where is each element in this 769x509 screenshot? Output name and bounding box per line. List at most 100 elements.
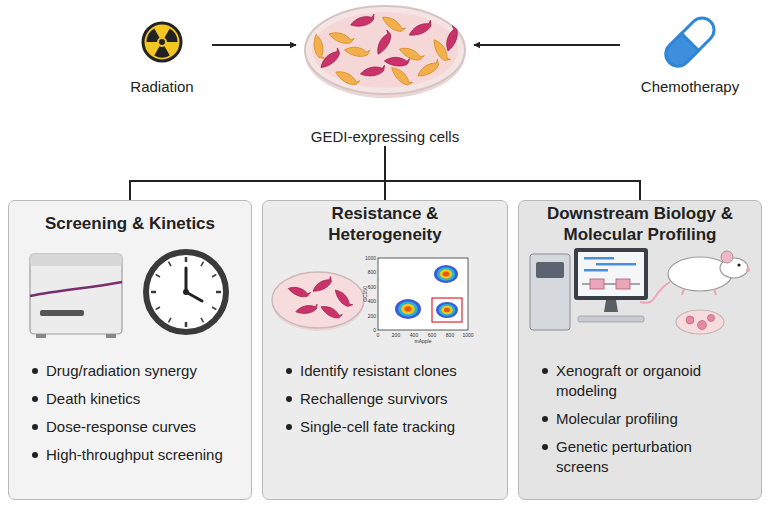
icon-node: GEDI-expressing cells	[300, 8, 470, 146]
axis-tick: 0	[373, 327, 376, 333]
bullet-item: Molecular profiling	[519, 409, 761, 429]
bullet-dot	[32, 368, 38, 374]
petri-dish	[305, 6, 465, 98]
reader-slot	[40, 310, 84, 316]
density-ring	[434, 265, 458, 283]
axis-tick: 400	[368, 298, 376, 304]
cell	[444, 26, 461, 53]
bullet-item: High-throughput screening	[9, 445, 251, 465]
bullet-dot	[32, 396, 38, 402]
bullet-item: Drug/radiation synergy	[9, 361, 251, 381]
panel-heading: Screening & Kinetics	[15, 213, 245, 234]
bullet-item: Genetic perturbation screens	[519, 437, 761, 477]
reader-body	[30, 254, 122, 334]
bullet-text: Dose-response curves	[46, 417, 226, 437]
reader-foot	[106, 334, 116, 338]
bullet-dot	[32, 452, 38, 458]
bullet-text: Identify resistant clones	[300, 361, 500, 381]
mouse-feet	[682, 289, 716, 295]
mouse-icon	[640, 251, 750, 303]
sequence-line	[584, 257, 614, 260]
bullet-dot	[542, 368, 548, 374]
axis-title: mApple	[415, 338, 432, 344]
plate-reader	[30, 254, 122, 338]
sequence-line	[596, 263, 636, 266]
organoid	[698, 321, 707, 330]
clock-tick	[151, 291, 156, 294]
clock-tick	[216, 291, 221, 294]
clock-hand	[185, 268, 188, 292]
mouse-nose	[746, 268, 750, 272]
panel-grounds	[9, 201, 762, 500]
clock-icon	[146, 252, 226, 332]
axis-tick: 800	[368, 269, 376, 275]
clock-tick	[212, 307, 216, 310]
gate-box	[432, 298, 462, 322]
pill-half	[661, 34, 698, 71]
density-ring	[439, 304, 456, 316]
bullet-text: Rechallenge survivors	[300, 389, 500, 409]
sequence-line	[584, 269, 608, 272]
bullet-dot	[286, 368, 292, 374]
sequencer-station	[530, 248, 648, 330]
bullet-item: Xenograft or organoid modeling	[519, 361, 761, 401]
reader-stripe	[30, 282, 122, 296]
pill-icon	[661, 13, 719, 71]
bullet-dot	[286, 396, 292, 402]
radiation-blade	[165, 29, 178, 42]
density-ring	[404, 306, 411, 312]
category-panel: Downstream Biology & Molecular Profiling…	[518, 200, 762, 500]
bullet-text: Xenograft or organoid modeling	[556, 361, 736, 401]
axis-tick: 600	[368, 284, 376, 290]
bullet-list: Xenograft or organoid modelingMolecular …	[519, 361, 761, 485]
axis-tick: 200	[368, 313, 376, 319]
gene-box	[616, 279, 630, 289]
cell	[374, 30, 394, 56]
clock-face	[146, 252, 226, 332]
density-ring	[441, 306, 452, 314]
dish-rim	[676, 310, 724, 334]
axis-tick: 0	[377, 332, 380, 338]
organoid	[708, 315, 715, 322]
arrow-line	[474, 44, 620, 46]
arrow-line	[212, 44, 296, 46]
clock-tick	[169, 262, 172, 266]
icon-node: Radiation	[112, 20, 212, 96]
monitor	[574, 248, 648, 300]
panel-ground	[519, 201, 762, 500]
gene-box	[590, 279, 604, 289]
cell	[333, 287, 353, 309]
cell	[380, 13, 406, 34]
cell	[295, 304, 318, 315]
cell	[319, 303, 342, 321]
axis-tick: 600	[428, 332, 436, 338]
cell	[312, 34, 325, 60]
axis-tick: 400	[410, 332, 418, 338]
reader-top	[30, 254, 122, 266]
bullet-dot	[286, 424, 292, 430]
reader-foot	[36, 334, 46, 338]
bullet-text: Molecular profiling	[556, 409, 736, 429]
bullet-text: High-throughput screening	[46, 445, 226, 465]
sequencer-tower	[530, 254, 570, 330]
mouse-tail	[640, 282, 670, 303]
pill-outline	[661, 13, 719, 71]
mouse-ear	[721, 251, 733, 263]
bullet-item: Death kinetics	[9, 389, 251, 409]
density-ring	[398, 301, 418, 316]
axis-tick: 800	[446, 332, 454, 338]
cell	[311, 276, 334, 294]
radiation-core	[159, 39, 165, 45]
icon-label: Radiation	[112, 78, 212, 96]
bullet-list: Identify resistant clonesRechallenge sur…	[263, 361, 507, 445]
cell	[389, 64, 413, 88]
category-panel: Resistance & HeterogeneityIdentify resis…	[262, 200, 508, 500]
dish-rim	[305, 6, 465, 94]
panel-heading: Resistance & Heterogeneity	[305, 203, 465, 245]
density-ring	[444, 308, 450, 312]
monitor-screen	[578, 252, 644, 296]
bullet-text: Death kinetics	[46, 389, 226, 409]
bullet-item: Single-cell fate tracking	[263, 417, 507, 437]
icon-label: GEDI-expressing cells	[300, 128, 470, 146]
